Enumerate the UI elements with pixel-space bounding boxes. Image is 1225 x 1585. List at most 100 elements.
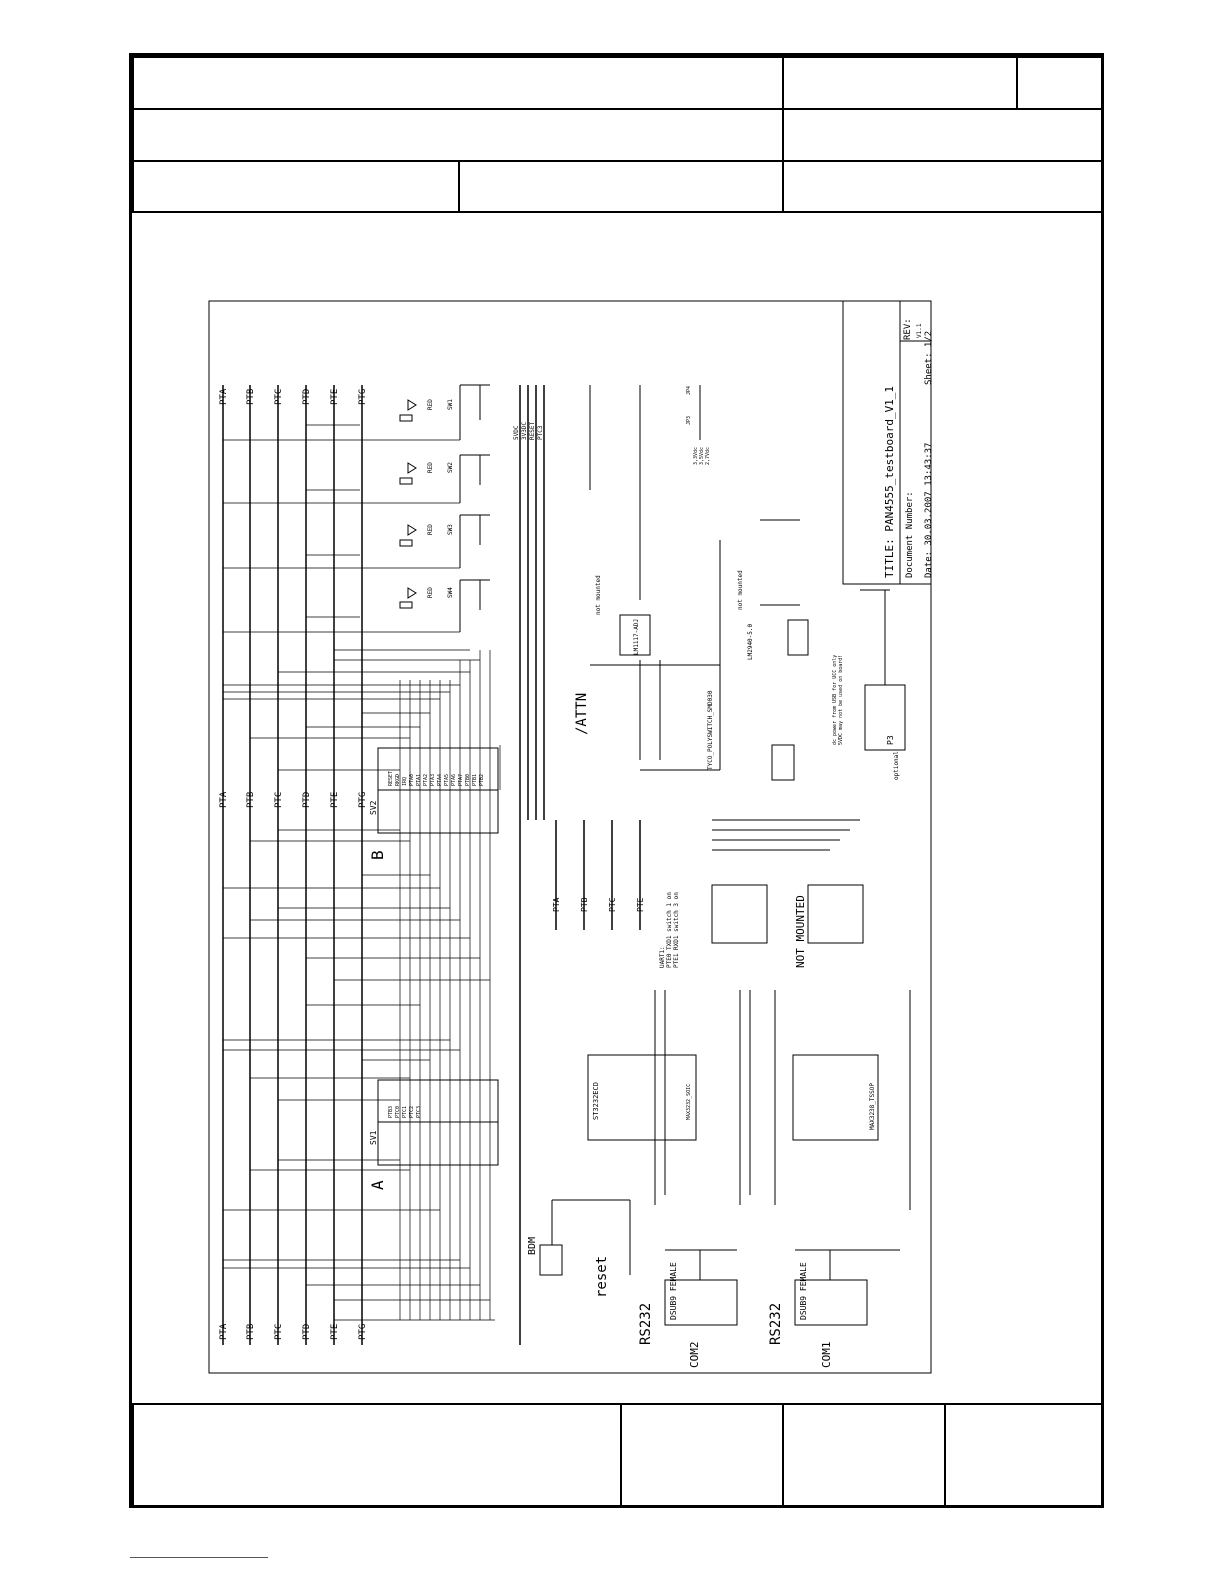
sv2-pin-3: PTA0 — [409, 774, 415, 786]
jumper-row-3: 2,7Vdc — [705, 447, 711, 465]
port-label-bot-pta: PTA — [219, 1323, 229, 1340]
sv2-connector — [377, 747, 499, 834]
switch-label-sw1: SW1 — [447, 399, 454, 410]
schematic-border — [208, 300, 932, 1374]
sv2-pin-12: PTB1 — [472, 774, 478, 786]
note-not-mounted-2: not mounted — [737, 570, 744, 610]
com1-name: COM1 — [820, 1342, 833, 1369]
ic2-label: MAX3238_TSSOP — [869, 1083, 876, 1130]
port-label-bot-ptd: PTD — [302, 1324, 312, 1340]
note-uart: UART1: — [659, 946, 666, 968]
drawing-frame — [129, 53, 1104, 1508]
sv2-pin-11: PTB0 — [465, 774, 471, 786]
footer-cell-4 — [944, 1403, 1104, 1508]
com2-name: COM2 — [688, 1342, 701, 1369]
ic5-label: TYCO_POLYSWITCH_SMD030 — [707, 690, 714, 770]
sv2-pin-4: PTA1 — [416, 774, 422, 786]
port-label-mid-ptb: PTB — [246, 792, 256, 808]
port-label-top-ptb: PTB — [246, 389, 256, 405]
title-block-rev-value: V1.1 — [916, 323, 923, 338]
sv1-pin-18: PTC3 — [416, 1106, 422, 1118]
ic3-label: LM1117-ADJ — [633, 619, 640, 655]
led-switch-cluster — [399, 384, 490, 632]
port-label-top-pte: PTE — [330, 389, 340, 405]
note-dc-power-2: 5VDC may not be used on board! — [838, 655, 844, 745]
sv2-pin-7: PTA4 — [437, 774, 443, 786]
bus-label-ptb-lower: PTB — [580, 897, 589, 912]
sv2-pin-13: PTB2 — [479, 774, 485, 786]
port-label-mid-pta: PTA — [219, 791, 229, 808]
sv2-label: SV2 — [369, 800, 378, 815]
sv1-pin-15: PTC0 — [395, 1106, 401, 1118]
switch-label-sw2: SW2 — [447, 462, 454, 473]
port-label-top-pta: PTA — [219, 388, 229, 405]
sv1-pin-17: PTC2 — [409, 1106, 415, 1118]
switch-label-sw4: SW4 — [447, 587, 454, 598]
sv1-pin-labels: PTB3 PTC0 PTC1 PTC2 PTC3 — [388, 1106, 422, 1118]
ic1-label: ST3232ECD — [592, 1082, 600, 1120]
not-mounted-label: NOT MOUNTED — [794, 895, 807, 968]
led-label-2: RED — [427, 462, 434, 473]
bus-label-pte-lower: PTE — [636, 897, 645, 912]
jumper-header-jp3: JP3 — [686, 416, 692, 425]
sv1-connector — [377, 1079, 499, 1166]
title-block-date: Date: 30.03.2007 13:43:37 — [924, 443, 934, 578]
com1-connector — [794, 1249, 900, 1326]
port-buses — [222, 385, 641, 1345]
port-label-bot-pte: PTE — [330, 1324, 340, 1340]
title-block-docnum: Document Number: — [905, 491, 915, 578]
rs232-ics — [587, 990, 911, 1210]
sv1-pin-16: PTC1 — [402, 1106, 408, 1118]
note-uart-line1: PTE0 TXD1 switch 1 on — [666, 892, 673, 968]
sv2-pin-0: RESET — [388, 771, 394, 786]
led-label-1: RED — [427, 399, 434, 410]
reset-label: reset — [594, 1256, 610, 1298]
b-label: B — [368, 850, 387, 860]
title-block-title: TITLE: PAN4555_testboard_V1_1 — [883, 386, 896, 578]
port-label-bot-ptg: PTG — [358, 1324, 368, 1340]
title-block-sheet: Sheet: 1/2 — [924, 331, 934, 385]
net-label-reset: RESET — [529, 422, 536, 440]
switch-label-sw3: SW3 — [447, 524, 454, 535]
footer-link-underline[interactable] — [130, 1557, 268, 1558]
bdm-label: BDM — [527, 1237, 538, 1255]
note-not-mounted-1: not mounted — [595, 575, 602, 615]
note-uart-line2: PTE1 RXD1 switch 3 on — [673, 892, 680, 968]
net-ladder — [223, 424, 495, 1321]
com1-part: DSUB9 FEMALE — [799, 1262, 808, 1320]
port-label-mid-ptg: PTG — [358, 792, 368, 808]
sv2-pin-labels: RESET RKGD IRQ PTA0 PTA1 PTA2 PTA3 PTA4 … — [388, 771, 485, 786]
title-block-rev: REV: — [903, 318, 913, 340]
com2-title: RS232 — [638, 1303, 654, 1345]
net-label-3v3dc: 3V3DC — [521, 422, 528, 440]
port-label-mid-pte: PTE — [330, 792, 340, 808]
sv1-pin-14: PTB3 — [388, 1106, 394, 1118]
led-label-4: RED — [427, 587, 434, 598]
sv2-pin-2: IRQ — [402, 777, 408, 786]
port-label-top-ptd: PTD — [302, 389, 312, 405]
jumper-row-2: 3,5Vdc — [699, 447, 705, 465]
port-label-bot-ptb: PTB — [246, 1324, 256, 1340]
net-label-ptc3: PTC3 — [537, 425, 544, 440]
header-row3-right — [782, 160, 1104, 213]
sv2-pin-5: PTA2 — [423, 774, 429, 786]
title-block — [842, 300, 932, 585]
port-label-bot-ptc: PTC — [274, 1324, 284, 1340]
jumper-header-jp4: JP4 — [686, 386, 692, 395]
note-optional: optional — [893, 751, 900, 780]
net-label-5vdc: 5VDC — [513, 425, 520, 440]
sv1-label: SV1 — [369, 1130, 378, 1145]
com1-title: RS232 — [768, 1303, 784, 1345]
sv2-pin-9: PTA6 — [451, 774, 457, 786]
port-label-top-ptc: PTC — [274, 389, 284, 405]
a-label: A — [368, 1180, 387, 1190]
p3-label: P3 — [886, 735, 895, 745]
com2-part: DSUB9 FEMALE — [669, 1262, 678, 1320]
sv2-pin-6: PTA3 — [430, 774, 436, 786]
led-label-3: RED — [427, 524, 434, 535]
ic1-package: MAX3232_SOIC — [686, 1084, 692, 1120]
routing — [399, 650, 501, 1320]
port-label-mid-ptd: PTD — [302, 792, 312, 808]
note-dc-power-1: dc power from USB for UCC only — [832, 655, 838, 745]
